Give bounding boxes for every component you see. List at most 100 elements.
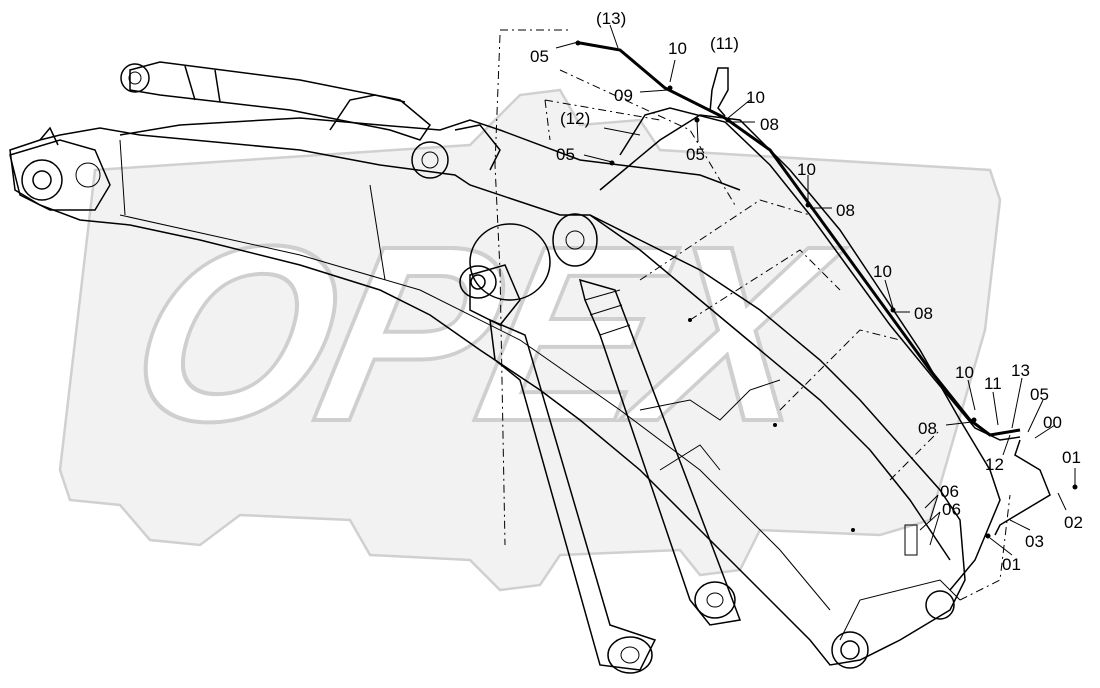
callout-05-a: 05 — [530, 47, 549, 66]
centerline-10 — [544, 99, 551, 141]
leader-03 — [1009, 519, 1031, 531]
callout-08-a: 08 — [760, 115, 779, 134]
boom-inner-line-4 — [639, 379, 781, 421]
cylinder-left-end — [607, 636, 653, 674]
cylinder-left-end-inner — [620, 646, 640, 664]
leader-05b — [583, 154, 613, 163]
fitting-dot — [890, 307, 896, 313]
boom-inner-line-3 — [119, 139, 126, 216]
callout-10-d: 10 — [873, 262, 892, 281]
callout-08-b: 08 — [836, 201, 855, 220]
centerline-3 — [559, 69, 736, 206]
leader-10a — [669, 59, 676, 83]
pivot-lug — [454, 124, 501, 171]
boom-tip-pin-inner — [840, 640, 860, 660]
leader-05a — [555, 41, 579, 49]
centerline-1 — [494, 34, 506, 546]
cylinder-left-upper — [469, 264, 521, 326]
leader-00 — [1034, 424, 1056, 439]
watermark: OPEX — [58, 88, 1002, 592]
centerline-4 — [639, 199, 811, 281]
callout-10-e: 10 — [955, 363, 974, 382]
hose-lines — [579, 41, 1051, 536]
fitting-dot — [1072, 484, 1078, 490]
cylinder-right-pin — [565, 230, 585, 250]
leader-09 — [639, 89, 669, 93]
boom-tip-pin-right — [925, 590, 955, 620]
leader-13b — [1011, 377, 1023, 429]
callout-05-d: 05 — [1030, 385, 1049, 404]
centerline-9 — [544, 99, 661, 121]
fitting-dot — [985, 533, 991, 539]
fitting-dot — [694, 117, 700, 123]
callout-06-b: 06 — [942, 500, 961, 519]
callout-00: 00 — [1043, 413, 1062, 432]
top-cylinder-body — [129, 61, 431, 141]
callout-08-c: 08 — [914, 304, 933, 323]
fitting-dot — [971, 417, 977, 423]
boom-inner-line-6 — [839, 579, 961, 641]
cylinder-right-end — [694, 581, 736, 619]
boom-tip-pin-outer — [831, 631, 869, 669]
callout-05-c: 05 — [686, 145, 705, 164]
top-cylinder-eye — [120, 63, 150, 93]
centerline-5 — [689, 249, 841, 321]
top-cylinder-hose — [329, 94, 406, 131]
swivel-ring — [469, 223, 551, 301]
leader-11 — [992, 391, 999, 426]
boom-top-edge — [119, 117, 741, 191]
cylinder-right-end-inner — [706, 592, 724, 608]
cylinder-right-rings — [584, 289, 631, 336]
fitting-dot — [773, 423, 777, 427]
leader-08d — [945, 421, 973, 426]
boom-structure — [9, 114, 1001, 669]
cylinder-right-body — [578, 278, 742, 626]
leader-02 — [1057, 492, 1067, 511]
boom-foot-lug — [39, 126, 59, 146]
top-cylinder-rod — [184, 65, 221, 103]
leader-06a — [924, 494, 939, 521]
boom-inner-line-2 — [369, 184, 386, 281]
top-cylinder-eye-inner — [128, 71, 142, 85]
callout-01-b: 01 — [1002, 555, 1021, 574]
callout-12-paren: (12) — [560, 109, 590, 128]
boom-foot-pin-outer — [21, 159, 63, 201]
leader-01b — [989, 537, 1013, 556]
hose-11-loop — [709, 67, 729, 117]
hose-12 — [619, 107, 1021, 441]
leader-10b — [727, 99, 751, 119]
boom-inner-line-1 — [119, 214, 831, 611]
leader-13 — [609, 24, 619, 49]
callout-10-b: 10 — [746, 88, 765, 107]
fitting-dot — [688, 318, 692, 322]
callout-06-a: 06 — [940, 482, 959, 501]
callout-03: 03 — [1025, 532, 1044, 551]
top-cylinder — [120, 61, 501, 179]
lower-cylinders — [459, 213, 742, 674]
leader-05d — [1027, 399, 1044, 433]
leader-10e — [967, 379, 976, 411]
hose-13 — [579, 41, 1021, 437]
leader-05c — [696, 119, 699, 143]
fitting-dot — [805, 202, 811, 208]
fitting-dot — [851, 528, 855, 532]
watermark-text: OPEX — [109, 194, 858, 474]
cylinder-left-body — [489, 318, 657, 671]
callout-12: 12 — [985, 455, 1004, 474]
leader-06b — [919, 511, 941, 546]
leader-12 — [1002, 434, 1011, 456]
fitting-dot — [667, 85, 673, 91]
callout-11-paren: (11) — [710, 34, 739, 53]
boom-foot-outline — [9, 139, 111, 211]
callout-09: 09 — [614, 86, 633, 105]
boom-side-plate — [589, 214, 951, 561]
boom-foot — [9, 126, 111, 211]
centerline-6 — [779, 329, 901, 411]
fitting-dot — [609, 160, 615, 166]
fitting-dot — [725, 117, 731, 123]
watermark-gear — [58, 88, 1002, 592]
pivot-ring-inner — [421, 151, 439, 169]
boom-base-outline — [9, 127, 966, 666]
